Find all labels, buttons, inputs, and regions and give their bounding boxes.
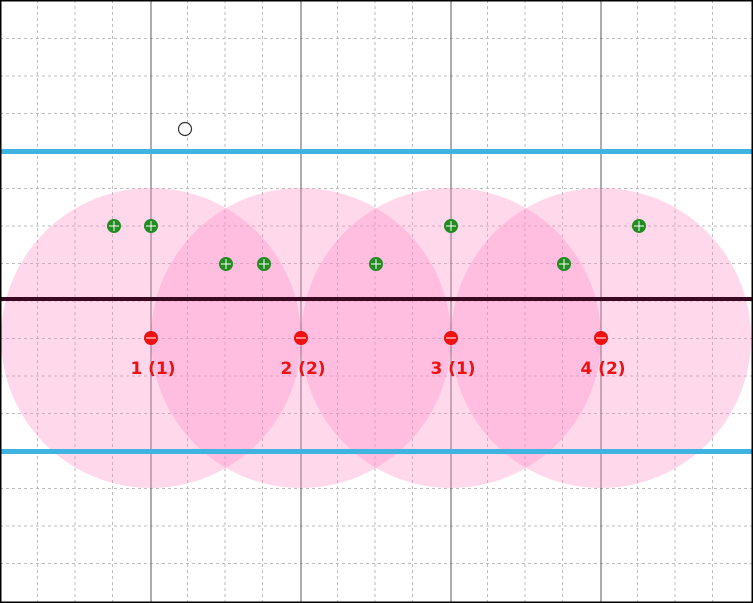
coverage-circles bbox=[1, 188, 751, 488]
center-line bbox=[1, 297, 752, 301]
hollow-circle-icon[interactable] bbox=[177, 121, 193, 137]
major-grid bbox=[150, 0, 602, 603]
point-label-4: 4 (2) bbox=[580, 359, 625, 379]
point-labels: 1 (1) 2 (2) 3 (1) 4 (2) bbox=[130, 359, 625, 379]
lower-band-line bbox=[1, 449, 752, 454]
green-points bbox=[107, 219, 646, 271]
red-points bbox=[144, 331, 608, 345]
point-label-2: 2 (2) bbox=[280, 359, 325, 379]
point-label-1: 1 (1) bbox=[130, 359, 175, 379]
point-label-3: 3 (1) bbox=[430, 359, 475, 379]
band-lines bbox=[1, 149, 752, 454]
upper-band-line bbox=[1, 149, 752, 154]
